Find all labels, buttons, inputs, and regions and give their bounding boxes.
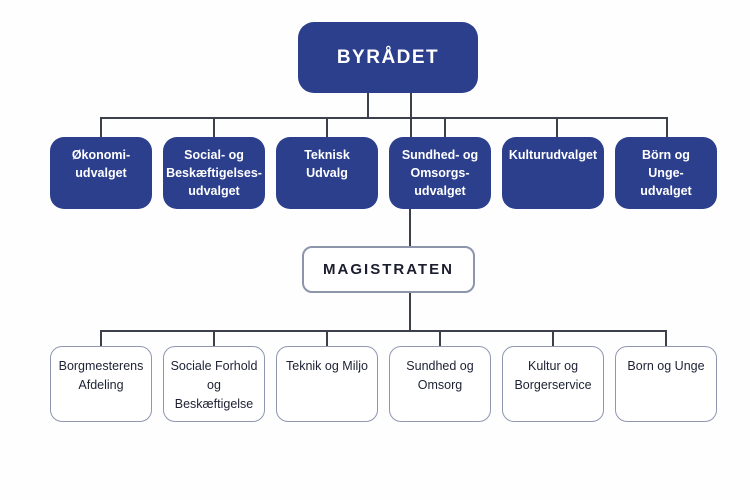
node-teknik-miljo: Teknik og Miljo xyxy=(276,346,378,422)
connector-line xyxy=(439,330,441,347)
node-label: Kultur og Borgerservice xyxy=(514,359,592,392)
connector-line xyxy=(409,209,411,247)
node-label: MAGISTRATEN xyxy=(323,261,454,278)
node-borgmesterens-afdeling: Borgmesterens Afdeling xyxy=(50,346,152,422)
connector-line xyxy=(367,93,369,119)
node-label: Born og Unge xyxy=(627,359,705,373)
node-boern-unge-udvalget: Börn og Unge- udvalget xyxy=(615,137,717,209)
connector-line xyxy=(213,117,215,137)
connector-line xyxy=(556,117,558,137)
node-label: BYRÅDET xyxy=(336,46,440,68)
node-label: Sundhed- og Omsorgs- udvalget xyxy=(401,148,479,198)
connector-line xyxy=(666,117,668,137)
connector-line xyxy=(409,292,411,332)
connector-line xyxy=(552,330,554,347)
node-label: Social- og Beskæftigelses- udvalget xyxy=(166,148,262,198)
node-label: Kulturudvalget xyxy=(508,148,598,162)
connector-line xyxy=(100,117,102,137)
node-magistraten: MAGISTRATEN xyxy=(302,246,475,293)
node-born-unge: Born og Unge xyxy=(615,346,717,422)
node-byraadet: BYRÅDET xyxy=(298,22,478,93)
connector-line xyxy=(100,117,668,119)
node-label: Börn og Unge- udvalget xyxy=(640,148,692,198)
node-social-beskaeftigelses-udvalget: Social- og Beskæftigelses- udvalget xyxy=(163,137,265,209)
node-label: Teknik og Miljo xyxy=(286,359,368,373)
node-label: Økonomi- udvalget xyxy=(71,148,131,180)
node-sociale-forhold-beskaeftigelse: Sociale Forhold og Beskæftigelse xyxy=(163,346,265,422)
node-kultur-borgerservice: Kultur og Borgerservice xyxy=(502,346,604,422)
connector-line xyxy=(326,117,328,137)
node-sundhed-omsorgs-udvalget: Sundhed- og Omsorgs- udvalget xyxy=(389,137,491,209)
connector-line xyxy=(665,330,667,347)
node-label: Sundhed og Omsorg xyxy=(406,359,474,392)
connector-line xyxy=(444,117,446,137)
connector-line xyxy=(100,330,102,347)
connector-line xyxy=(213,330,215,347)
node-label: Teknisk Udvalg xyxy=(304,148,350,180)
node-kulturudvalget: Kulturudvalget xyxy=(502,137,604,209)
connector-line xyxy=(100,330,667,332)
node-sundhed-omsorg: Sundhed og Omsorg xyxy=(389,346,491,422)
node-label: Sociale Forhold og Beskæftigelse xyxy=(170,359,258,411)
connector-line xyxy=(410,93,412,137)
node-label: Borgmesterens Afdeling xyxy=(58,359,144,392)
connector-line xyxy=(326,330,328,347)
node-teknisk-udvalg: Teknisk Udvalg xyxy=(276,137,378,209)
node-okonomi-udvalget: Økonomi- udvalget xyxy=(50,137,152,209)
